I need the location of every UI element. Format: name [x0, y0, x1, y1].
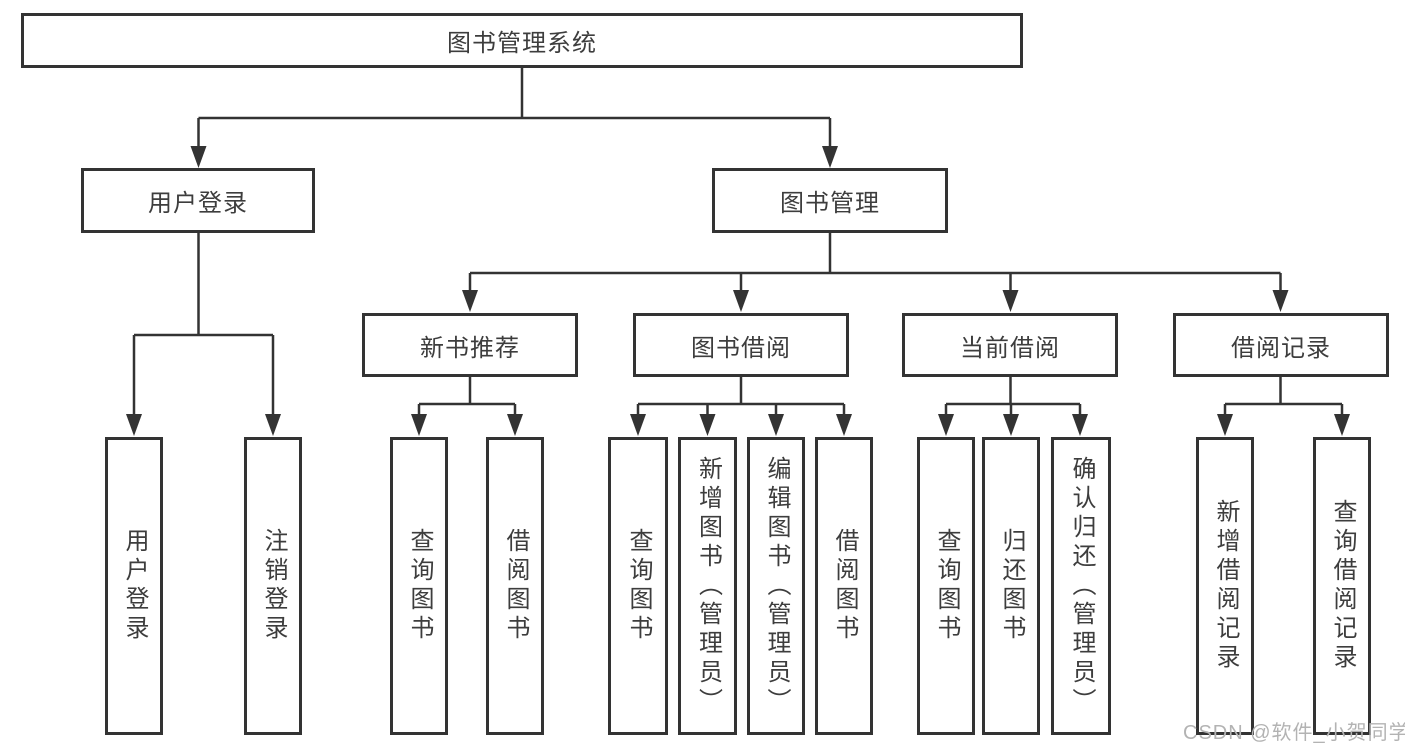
node-borrow-records: 借阅记录 — [1173, 313, 1389, 377]
node-root: 图书管理系统 — [21, 13, 1023, 68]
node-login: 用户登录 — [105, 437, 163, 735]
edge-book-management-children — [468, 233, 1282, 294]
arrow-icon — [507, 414, 523, 436]
arrow-icon — [190, 146, 207, 168]
arrow-icon — [1002, 290, 1019, 312]
node-add-borrow-record: 新增借阅记录 — [1196, 437, 1254, 735]
arrow-icon — [699, 414, 716, 436]
node-new-book-recommend-label: 新书推荐 — [420, 334, 520, 362]
edge-root-to-level2 — [197, 68, 832, 150]
arrow-icon — [126, 414, 142, 436]
node-current-borrow: 当前借阅 — [902, 313, 1118, 377]
node-logout-label: 注销登录 — [260, 528, 287, 644]
node-edit-books-admin: 编辑图书（管理员） — [747, 437, 805, 735]
node-add-books-admin: 新增图书（管理员） — [678, 437, 737, 735]
edge-current-borrow-children — [944, 377, 1082, 418]
node-borrow-query-books-label: 查询图书 — [625, 528, 652, 644]
node-new-book-recommend: 新书推荐 — [362, 313, 578, 377]
node-edit-books-admin-label: 编辑图书（管理员） — [763, 455, 790, 717]
arrow-icon — [411, 414, 427, 436]
arrow-icon — [1272, 290, 1289, 312]
node-user-login-group-label: 用户登录 — [148, 190, 248, 217]
node-borrow-books-label: 借阅图书 — [831, 528, 858, 644]
node-confirm-return-admin-label: 确认归还（管理员） — [1068, 455, 1095, 717]
node-current-borrow-label: 当前借阅 — [960, 334, 1060, 362]
node-book-management: 图书管理 — [712, 168, 948, 233]
node-borrow-query-books: 查询图书 — [608, 437, 668, 735]
node-recommend-query-books: 查询图书 — [390, 437, 448, 735]
node-book-management-label: 图书管理 — [780, 190, 880, 217]
node-recommend-borrow-books-label: 借阅图书 — [502, 528, 529, 644]
edge-book-borrow-children — [636, 377, 846, 418]
edge-user-login-children — [132, 233, 275, 418]
arrow-icon — [768, 414, 784, 436]
arrow-icon — [822, 146, 838, 168]
node-logout: 注销登录 — [244, 437, 302, 735]
node-user-login-group: 用户登录 — [81, 168, 315, 233]
node-add-books-admin-label: 新增图书（管理员） — [694, 455, 722, 717]
node-book-borrow-label: 图书借阅 — [691, 334, 791, 362]
arrow-icon — [733, 290, 749, 312]
node-root-label: 图书管理系统 — [447, 30, 597, 57]
edge-borrow-records-children — [1223, 377, 1344, 418]
arrow-icon — [836, 414, 852, 436]
node-return-books: 归还图书 — [982, 437, 1040, 735]
arrow-icon — [462, 290, 478, 312]
arrow-icon — [1072, 414, 1088, 436]
node-return-books-label: 归还图书 — [998, 528, 1025, 644]
node-query-borrow-record: 查询借阅记录 — [1313, 437, 1371, 735]
node-recommend-borrow-books: 借阅图书 — [486, 437, 544, 735]
arrow-icon — [1003, 414, 1019, 436]
node-borrow-books: 借阅图书 — [815, 437, 873, 735]
arrow-icon — [1217, 414, 1233, 436]
node-borrow-records-label: 借阅记录 — [1231, 334, 1331, 362]
arrow-icon — [938, 414, 954, 436]
node-current-query-books-label: 查询图书 — [933, 528, 960, 644]
arrowheads — [126, 146, 1350, 436]
node-current-query-books: 查询图书 — [917, 437, 975, 735]
node-query-borrow-record-label: 查询借阅记录 — [1329, 499, 1356, 673]
edge-new-book-recommend-children — [417, 377, 517, 418]
arrow-icon — [1334, 414, 1350, 436]
arrow-icon — [630, 414, 646, 436]
node-login-label: 用户登录 — [121, 528, 148, 644]
node-recommend-query-books-label: 查询图书 — [406, 528, 433, 644]
node-add-borrow-record-label: 新增借阅记录 — [1212, 499, 1239, 673]
node-confirm-return-admin: 确认归还（管理员） — [1051, 437, 1111, 735]
arrow-icon — [265, 414, 281, 436]
watermark: CSDN @软件_小贺同学 — [1183, 722, 1405, 744]
node-book-borrow: 图书借阅 — [633, 313, 849, 377]
